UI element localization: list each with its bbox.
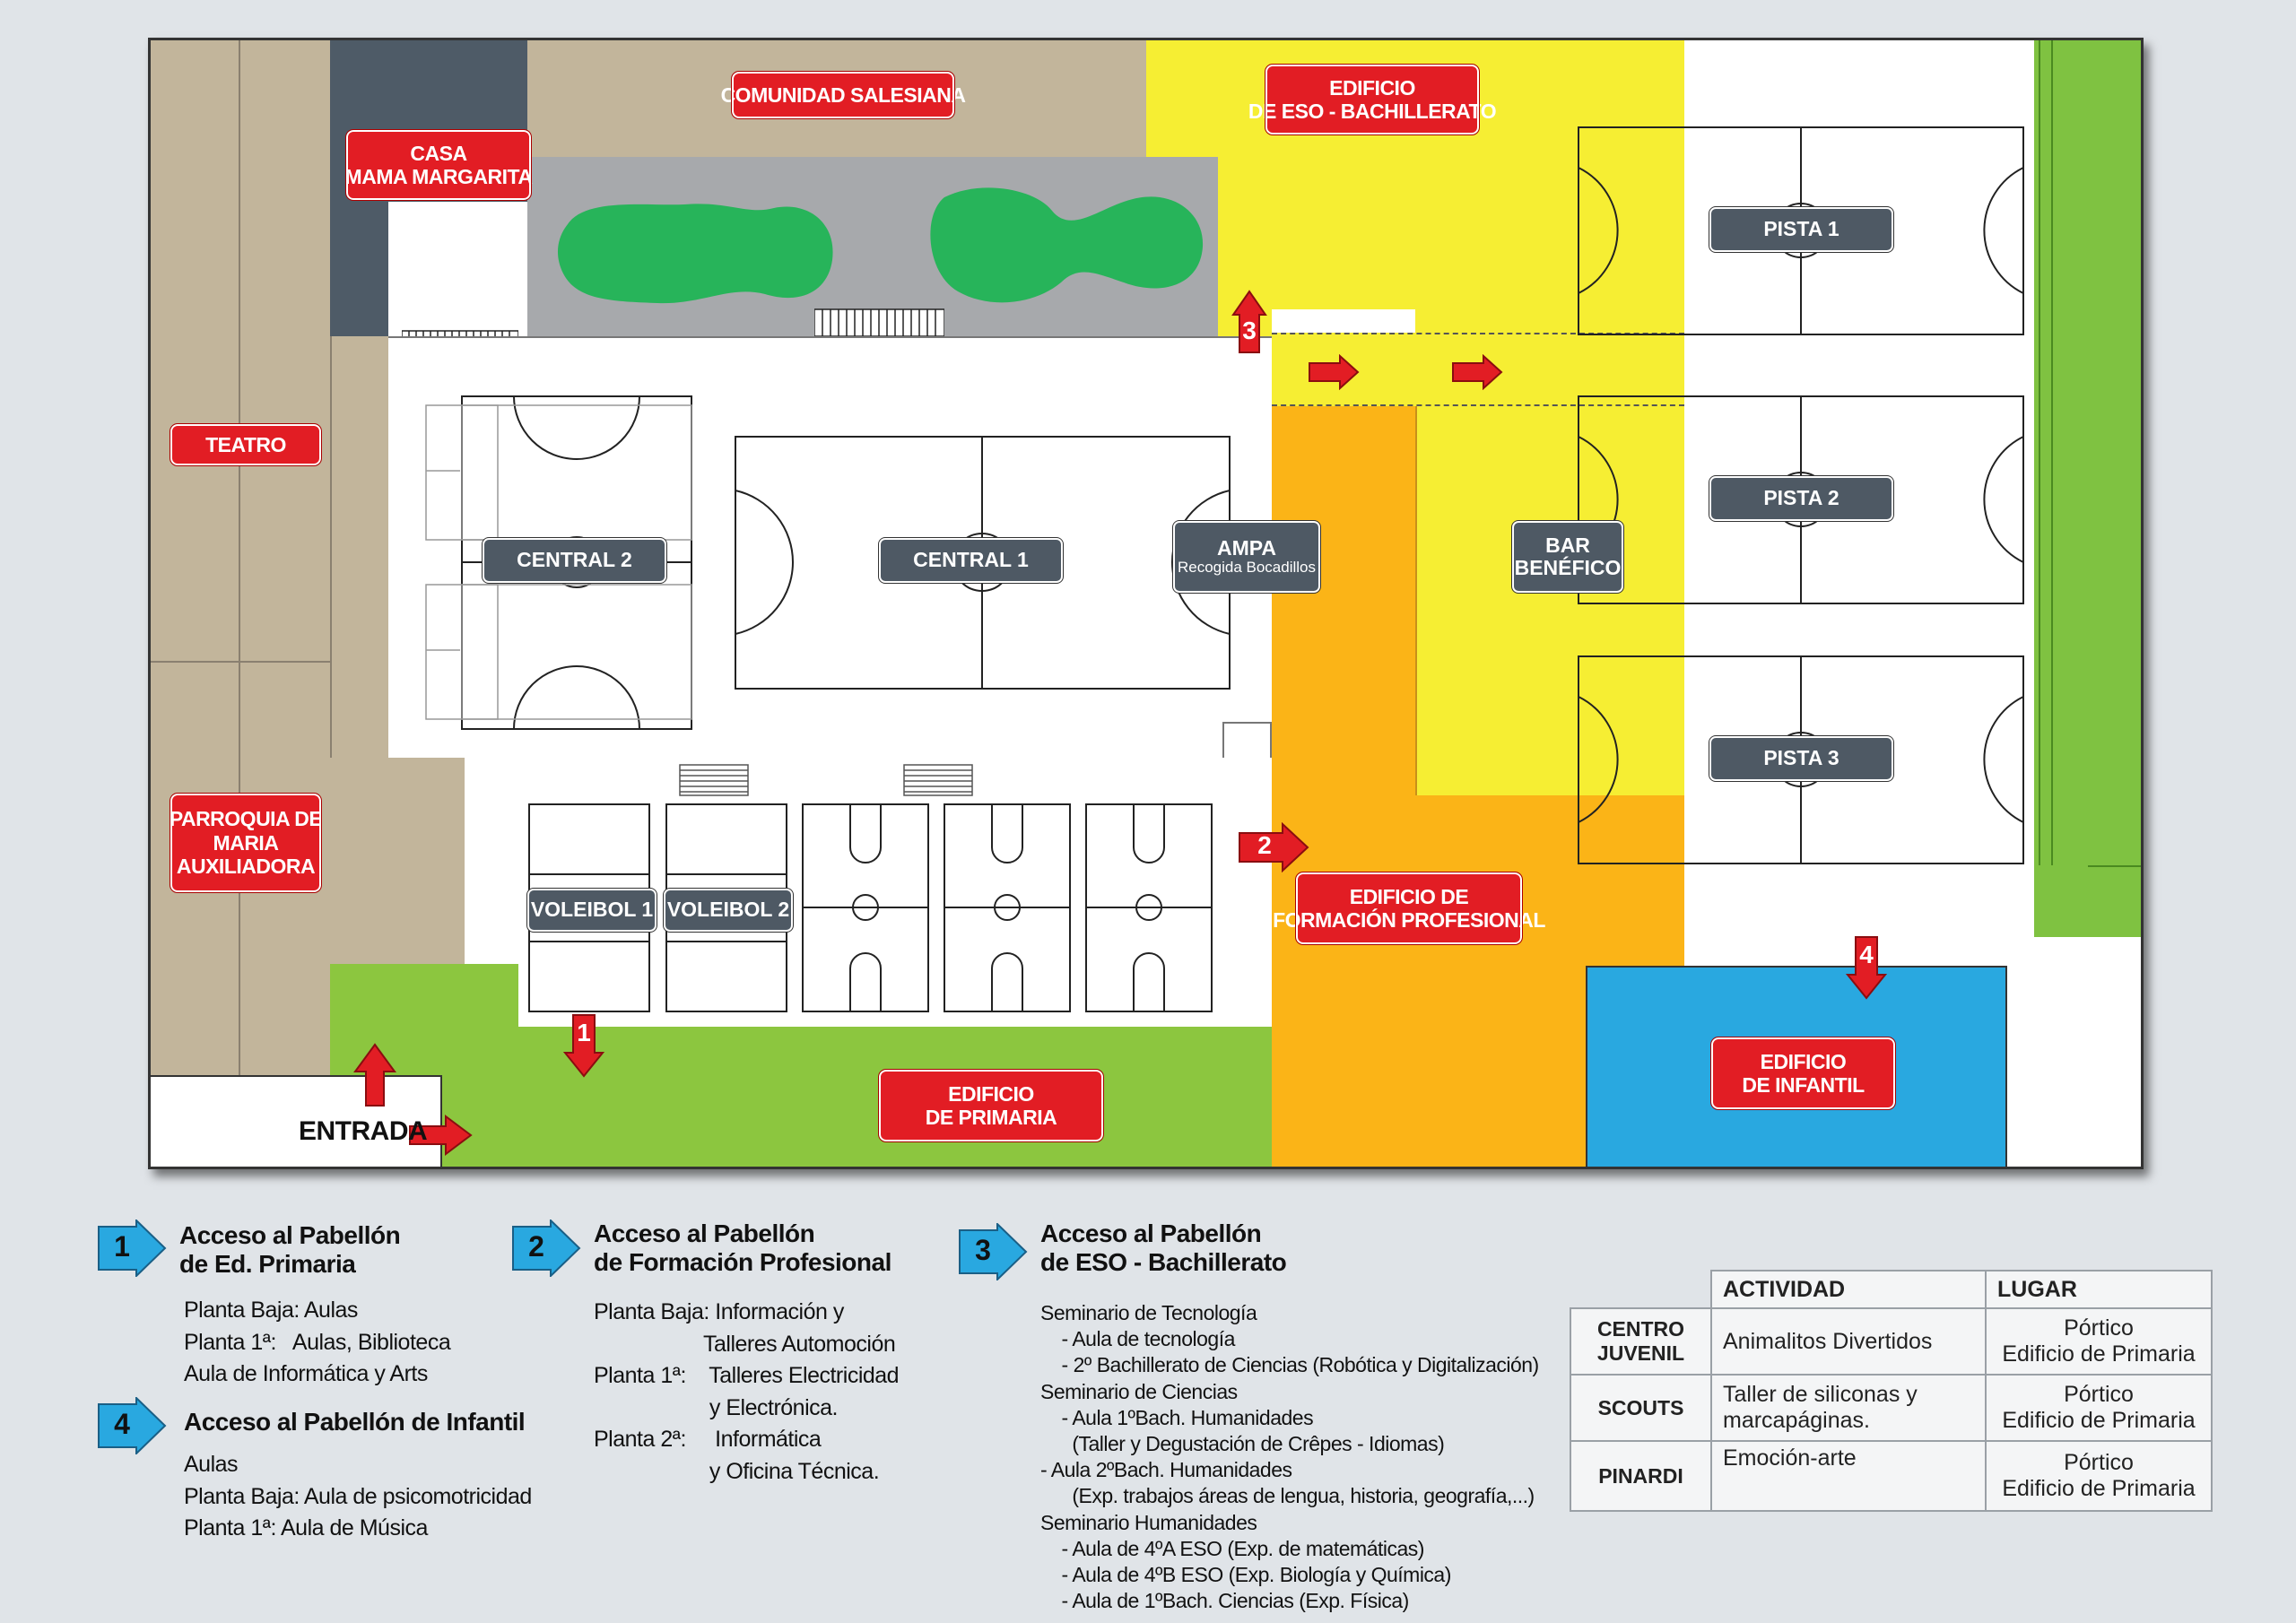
teatro-area [151, 40, 330, 1098]
table-cell-activity: Animalitos Divertidos [1710, 1307, 1987, 1376]
access-arrow-1[interactable]: 1 [562, 1013, 605, 1078]
arrow-icon-corridor-2 [1452, 354, 1503, 390]
table-cell-org: SCOUTS [1570, 1374, 1712, 1442]
access-arrow-2-num: 2 [1257, 831, 1272, 859]
table-row: CENTRO JUVENIL Animalitos Divertidos Pór… [1570, 1307, 2213, 1376]
label-bar-benefico[interactable]: BAR BENÉFICO [1511, 520, 1624, 594]
arrow-icon-corridor-1 [1309, 354, 1360, 390]
table-row: SCOUTS Taller de siliconas y marcapágina… [1570, 1374, 2213, 1442]
legend-access-2-text: Planta Baja: Información y Talleres Auto… [594, 1299, 900, 1484]
label-central-1[interactable]: CENTRAL 1 [878, 537, 1064, 584]
court-central2 [425, 395, 692, 730]
label-voleibol-2[interactable]: VOLEIBOL 2 [663, 888, 794, 933]
label-teatro[interactable]: TEATRO [170, 423, 322, 466]
label-pista-3[interactable]: PISTA 3 [1709, 735, 1894, 782]
table-cell-activity: Taller de siliconas y marcapáginas. [1710, 1374, 1987, 1442]
access-arrow-4[interactable]: 4 [1845, 935, 1888, 1000]
teatro-divider [239, 40, 240, 1098]
entrada-area [151, 1075, 442, 1167]
arrow-right-icon [98, 1218, 167, 1279]
arrow-up-icon [1231, 290, 1267, 353]
legend-access-1-title: Acceso al Pabellón de Ed. Primaria [179, 1221, 401, 1279]
legend-access-2-title: Acceso al Pabellón de Formación Profesio… [594, 1219, 891, 1277]
arrow-down-icon [562, 1014, 605, 1078]
court-basket [802, 803, 1213, 1012]
legend-access-1-text: Planta Baja: Aulas Planta 1ª: Aulas, Bib… [184, 1298, 451, 1386]
label-edificio-infantil[interactable]: EDIFICIO DE INFANTIL [1710, 1037, 1896, 1110]
access-arrow-2[interactable]: 2 [1238, 821, 1309, 873]
stairs-lower-1 [679, 764, 749, 796]
court-pista3 [1578, 655, 2024, 864]
label-voleibol-1[interactable]: VOLEIBOL 1 [526, 888, 657, 933]
pond-left [557, 204, 833, 304]
arrow-down-icon [1845, 936, 1888, 1000]
arrow-icon-entrada-right [409, 1115, 473, 1156]
green-strip-lines [2039, 40, 2053, 865]
stairs-courtyard [814, 308, 944, 337]
table-header-empty [1570, 1271, 1711, 1308]
table-row: PINARDI Emoción-arte Pórtico Edificio de… [1570, 1440, 2213, 1512]
label-ampa[interactable]: AMPA Recogida Bocadillos [1172, 520, 1321, 594]
access-arrow-1-num: 1 [577, 1019, 591, 1046]
label-edificio-primaria[interactable]: EDIFICIO DE PRIMARIA [878, 1069, 1104, 1142]
legend-access-1: 1 [97, 1218, 167, 1281]
arrow-icon-entrada-up [353, 1043, 396, 1107]
arrow-right-icon [512, 1218, 581, 1279]
table-cell-activity: Emoción-arte [1710, 1440, 1987, 1512]
label-pista-1[interactable]: PISTA 1 [1709, 206, 1894, 253]
access-arrow-4-num: 4 [1859, 941, 1874, 968]
legend-access-4: 4 [97, 1395, 167, 1459]
label-central-2[interactable]: CENTRAL 2 [482, 537, 667, 584]
access-arrow-3-num: 3 [1242, 317, 1257, 344]
label-edificio-eso[interactable]: EDIFICIO DE ESO - BACHILLERATO [1248, 64, 1497, 135]
table-cell-org: PINARDI [1570, 1440, 1712, 1512]
legend-access-4-text: Aulas Planta Baja: Aula de psicomotricid… [184, 1452, 532, 1541]
label-pista-2[interactable]: PISTA 2 [1709, 475, 1894, 522]
legend-access-3: 3 [958, 1221, 1028, 1285]
legend-access-2: 2 [511, 1218, 581, 1281]
label-edificio-fp[interactable]: EDIFICIO DE FORMACIÓN PROFESIONAL [1273, 872, 1545, 945]
arrow-right-icon [98, 1395, 167, 1456]
legend-access-4-title: Acceso al Pabellón de Infantil [184, 1408, 526, 1436]
label-casa-mama-margarita[interactable]: CASA MAMA MARGARITA [345, 129, 533, 201]
label-comunidad-salesiana[interactable]: COMUNIDAD SALESIANA [721, 71, 966, 119]
teatro-divider-h [151, 661, 330, 663]
table-cell-place: Pórtico Edificio de Primaria [1985, 1374, 2213, 1442]
green-strip-notch [2088, 865, 2141, 867]
fp-area-top [1272, 406, 1415, 424]
activities-table: ACTIVIDAD LUGAR CENTRO JUVENIL Animalito… [1570, 1270, 2213, 1512]
casa-white [388, 202, 527, 336]
legend-access-3-title: Acceso al Pabellón de ESO - Bachillerato [1040, 1219, 1287, 1277]
access-arrow-3[interactable]: 3 [1231, 290, 1267, 354]
fp-border [1415, 406, 1417, 795]
campus-map: 1 2 3 4 COMUNIDAD SALESIANA CASA MAMA MA… [148, 38, 2144, 1169]
label-entrada: ENTRADA [299, 1116, 428, 1146]
legend-access-3-text: Seminario de Tecnología - Aula de tecnol… [1040, 1301, 1539, 1613]
table-cell-place: Pórtico Edificio de Primaria [1985, 1307, 2213, 1376]
table-cell-place: Pórtico Edificio de Primaria [1985, 1440, 2213, 1512]
label-parroquia[interactable]: PARROQUIA DE MARIA AUXILIADORA [170, 793, 323, 893]
pond-right [930, 187, 1204, 303]
table-header-lugar: LUGAR [1985, 1270, 2213, 1309]
court-pista1 [1578, 126, 2024, 335]
stairs-lower-2 [903, 764, 973, 796]
table-cell-org: CENTRO JUVENIL [1570, 1307, 1712, 1376]
eso-area-right [1415, 40, 1684, 795]
arrow-right-icon [1239, 821, 1309, 873]
arrow-right-icon [959, 1221, 1028, 1282]
table-header-actividad: ACTIVIDAD [1710, 1270, 1987, 1309]
